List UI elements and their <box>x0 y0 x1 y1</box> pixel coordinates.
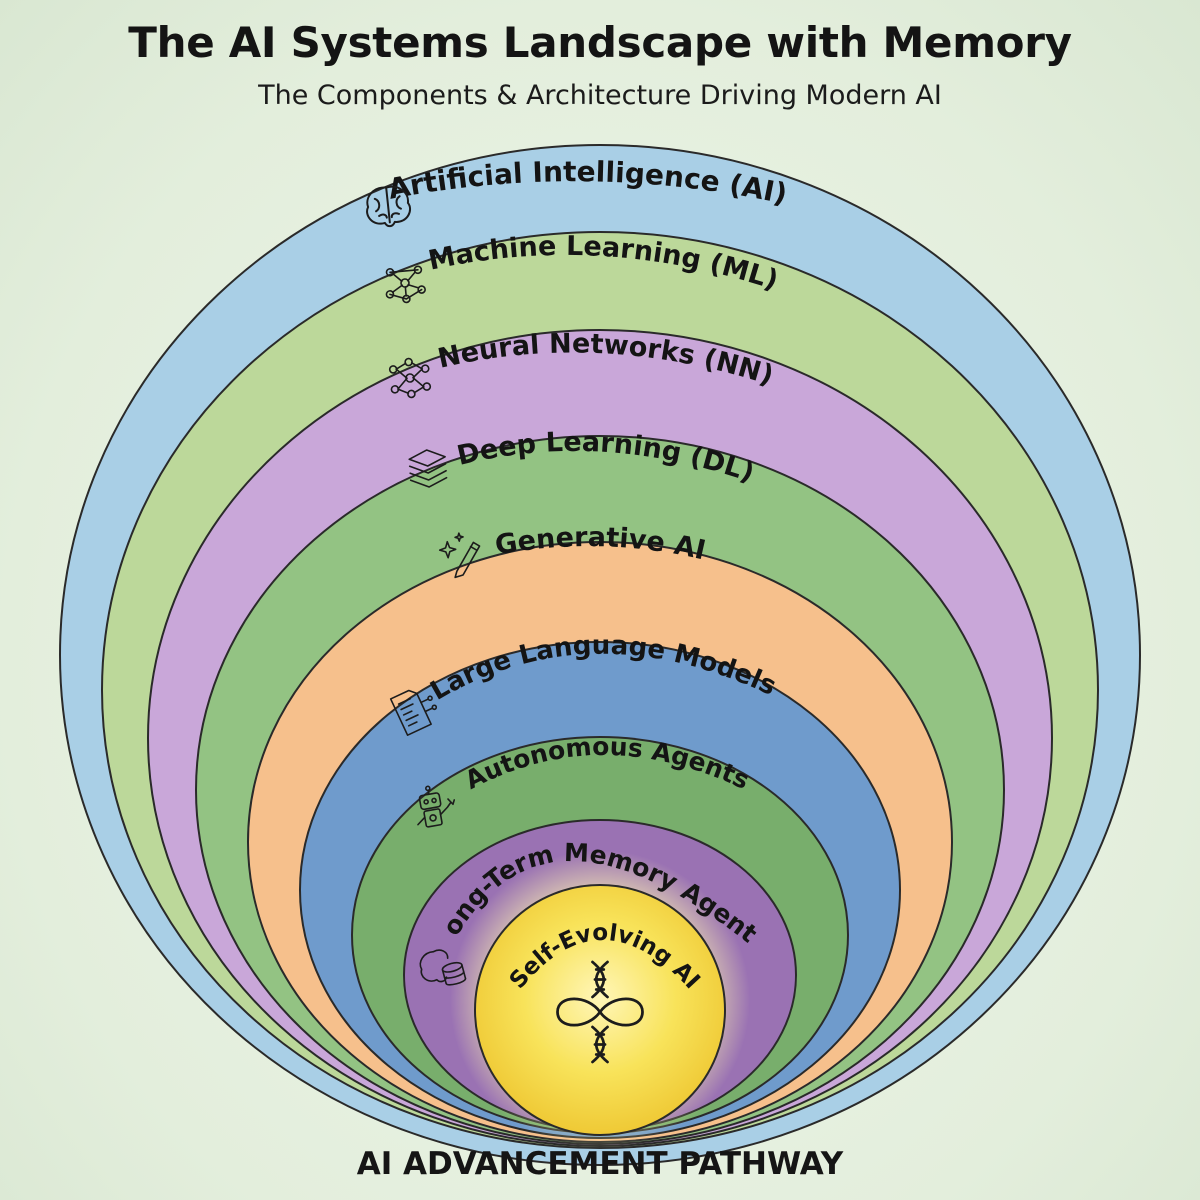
stacked-layers-icon <box>408 449 448 488</box>
robot-wrench-icon <box>417 785 456 828</box>
page-title: The AI Systems Landscape with Memory <box>128 18 1072 67</box>
brain-database-icon <box>419 949 467 986</box>
sparkle-pencil-icon <box>438 532 481 579</box>
layer-rings <box>59 144 1141 1166</box>
document-circuit-icon <box>389 689 438 736</box>
footer-label: AI ADVANCEMENT PATHWAY <box>356 1146 844 1182</box>
neural-network-icon <box>388 357 432 399</box>
page-subtitle: The Components & Architecture Driving Mo… <box>258 80 942 111</box>
brain-icon <box>366 185 412 228</box>
infinity-dna-icon <box>556 960 644 1064</box>
network-graph-icon <box>385 265 426 304</box>
